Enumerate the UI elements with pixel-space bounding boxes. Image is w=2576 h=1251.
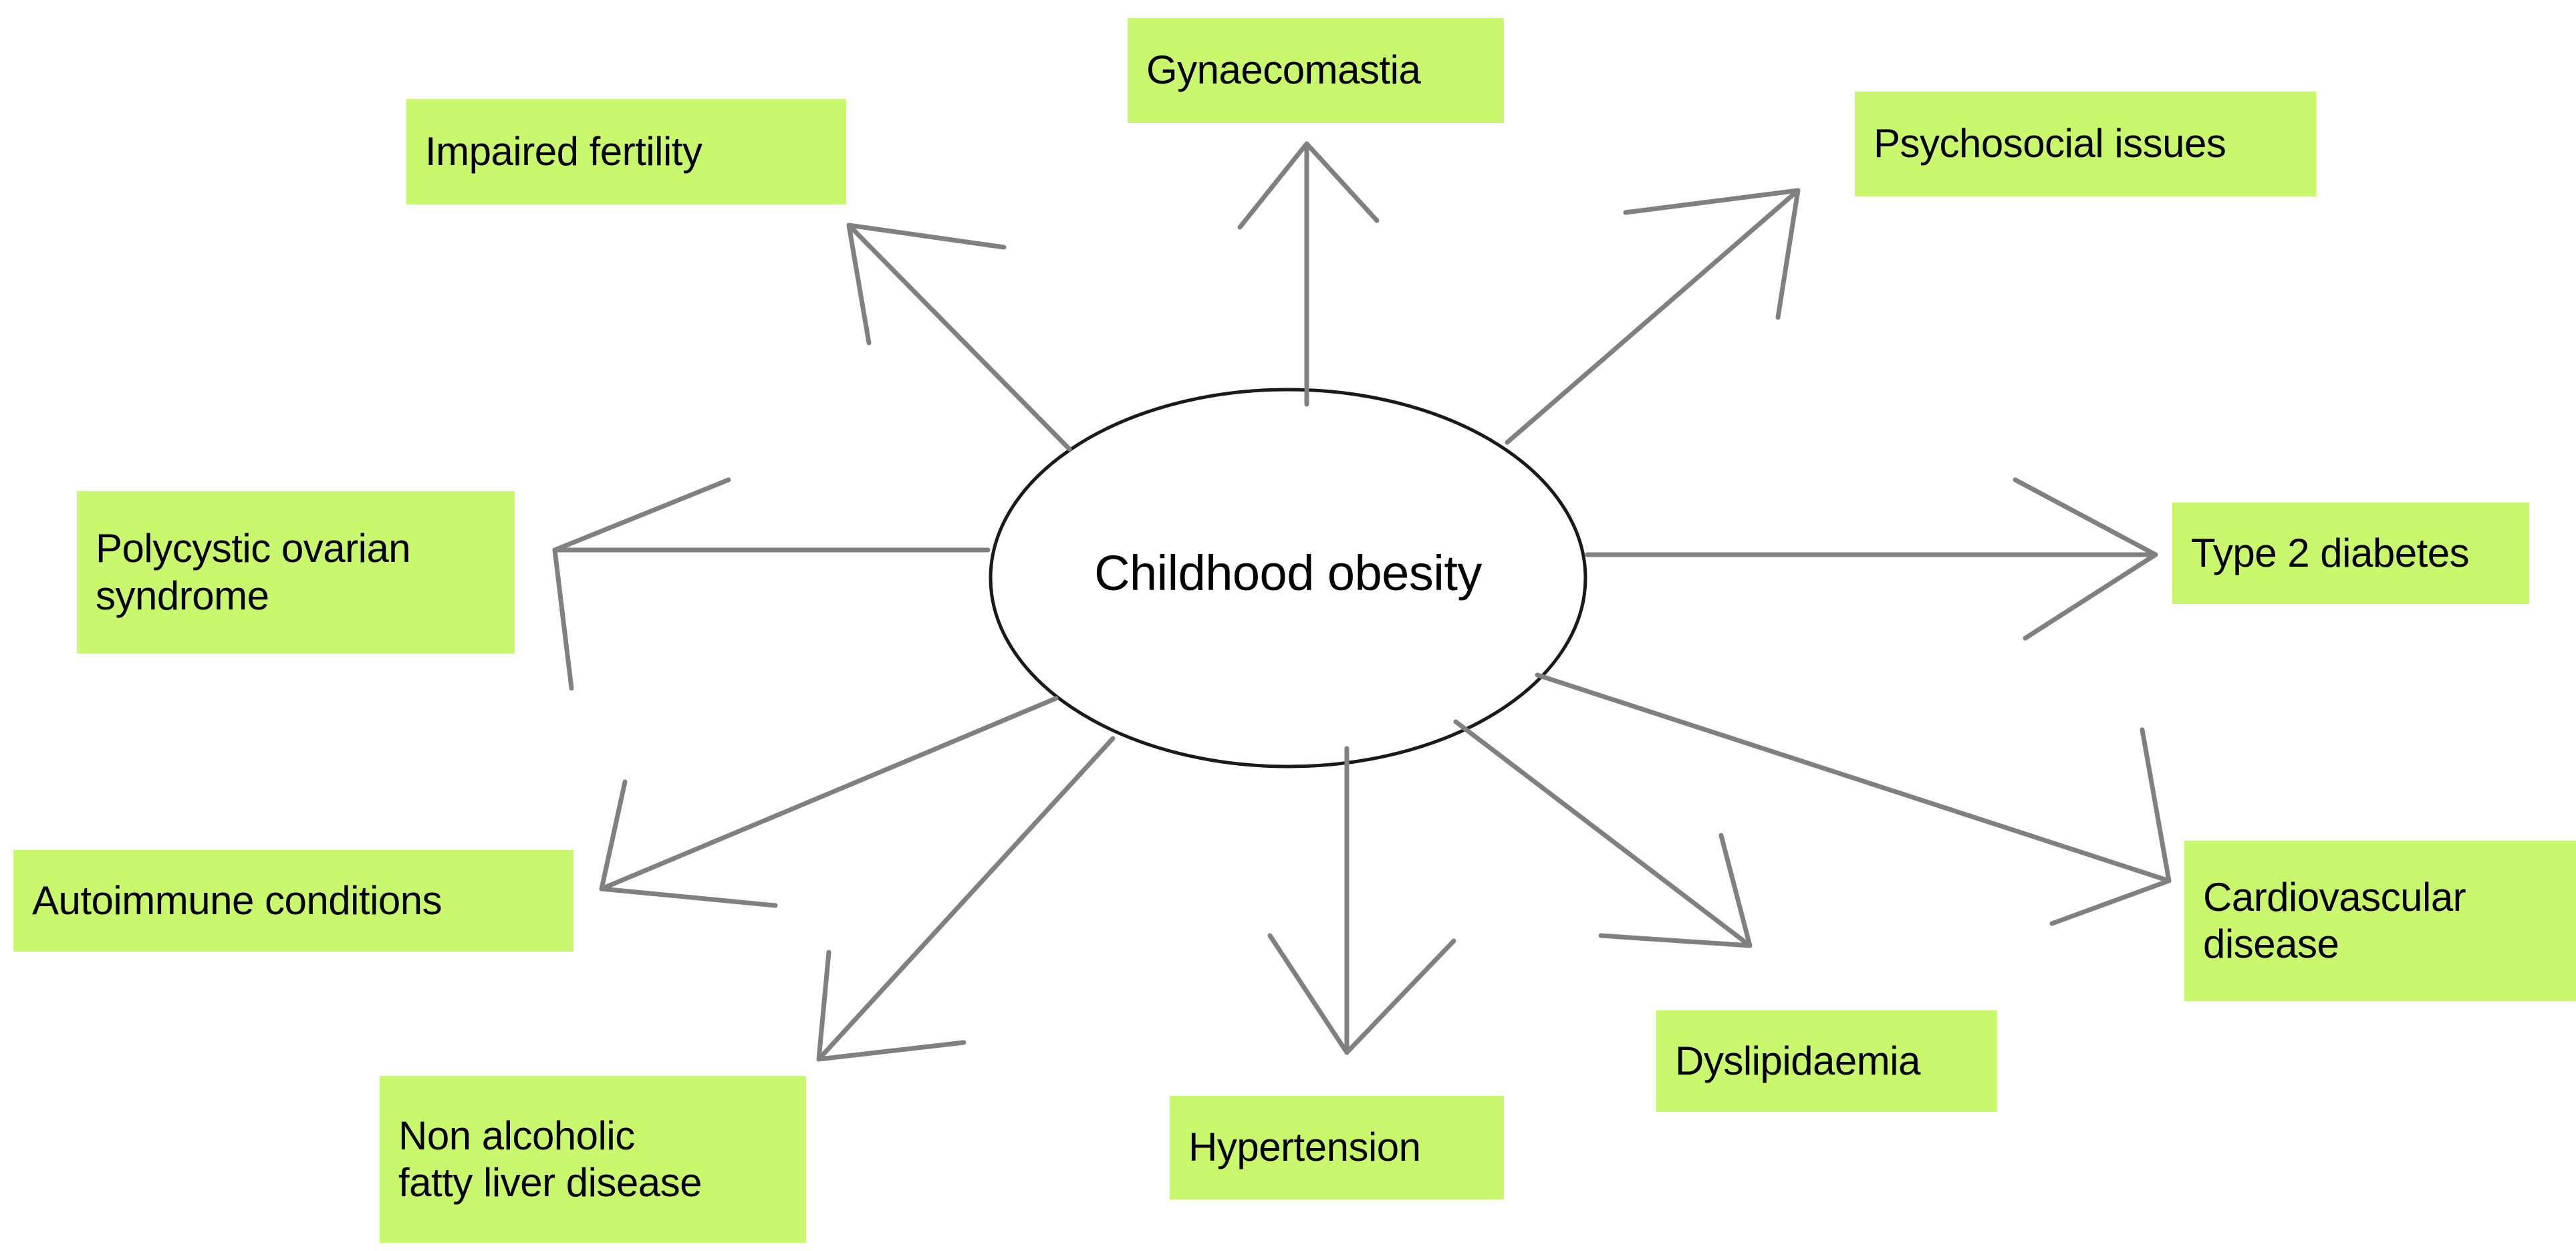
node-polycystic-ovarian-syndrome[interactable]: Polycystic ovarian syndrome [77,491,515,654]
node-cardiovascular-disease[interactable]: Cardiovascular disease [2184,841,2576,1001]
center-node-text: Childhood obesity [1094,545,1482,601]
node-non-alcoholic-fatty-liver-disease[interactable]: Non alcoholic fatty liver disease [380,1076,806,1243]
node-label-autoimmune-conditions: Autoimmune conditions [32,877,442,923]
node-psychosocial-issues[interactable]: Psychosocial issues [1855,92,2316,196]
edge-to-non-alcoholic-fatty-liver-disease [816,736,1116,1062]
node-label-gynaecomastia: Gynaecomastia [1146,47,1421,93]
edge-to-psychosocial-issues [1505,188,1801,445]
node-impaired-fertility[interactable]: Impaired fertility [406,99,846,204]
edge-to-gynaecomastia [1237,141,1380,407]
edge-to-polycystic-ovarian-syndrome [552,477,991,691]
edge-to-impaired-fertility [846,223,1072,452]
edge-to-type-2-diabetes [1585,477,2158,641]
node-label-polycystic-ovarian-syndrome: Polycystic ovarian syndrome [96,526,411,618]
node-label-psychosocial-issues: Psychosocial issues [1874,121,2226,166]
node-hypertension[interactable]: Hypertension [1170,1096,1504,1200]
center-node-label: Childhood obesity [991,545,1585,601]
node-label-dyslipidaemia: Dyslipidaemia [1675,1038,1920,1083]
edge-to-dyslipidaemia [1453,719,1753,948]
edge-to-cardiovascular-disease [1535,672,2172,926]
node-label-cardiovascular-disease: Cardiovascular disease [2203,874,2466,966]
node-label-hypertension: Hypertension [1188,1125,1421,1170]
node-gynaecomastia[interactable]: Gynaecomastia [1128,18,1504,123]
node-label-non-alcoholic-fatty-liver-disease: Non alcoholic fatty liver disease [398,1113,702,1205]
edge-to-autoimmune-conditions [599,696,1059,908]
node-label-impaired-fertility: Impaired fertility [425,128,702,174]
edge-to-hypertension [1267,746,1456,1055]
node-dyslipidaemia[interactable]: Dyslipidaemia [1656,1010,1997,1112]
node-label-type-2-diabetes: Type 2 diabetes [2191,530,2470,575]
node-type-2-diabetes[interactable]: Type 2 diabetes [2172,503,2529,604]
node-autoimmune-conditions[interactable]: Autoimmune conditions [13,850,573,952]
